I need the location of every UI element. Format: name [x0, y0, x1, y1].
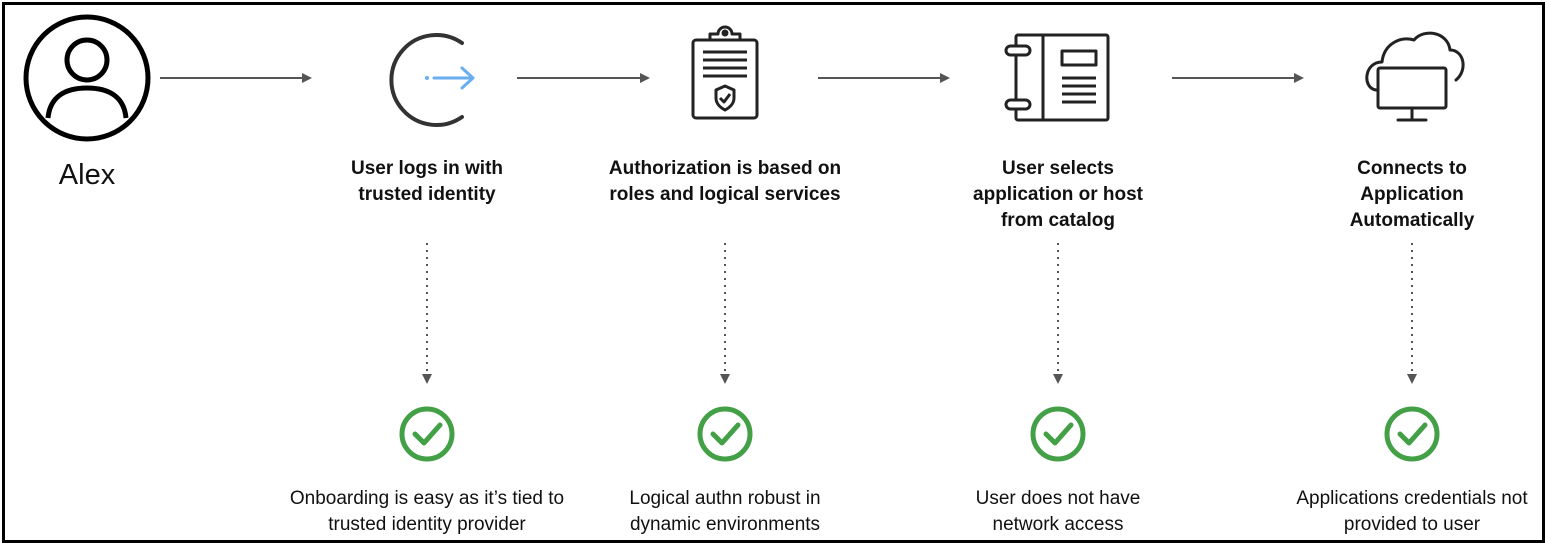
user-name: Alex: [58, 159, 116, 191]
person-icon: [23, 14, 151, 142]
check-icon: [1030, 406, 1086, 462]
step-title-login: User logs in with trusted identity: [350, 158, 504, 205]
cloud-monitor-icon: [1365, 31, 1465, 122]
benefit-login: Onboarding is easy as it’s tied to trust…: [289, 488, 565, 535]
check-icon: [1384, 406, 1440, 462]
check-icon: [399, 406, 455, 462]
login-arrow-icon: [389, 33, 475, 127]
step-title-connect: Connects to Application Automatically: [1349, 158, 1475, 231]
step-title-authorization: Authorization is based on roles and logi…: [608, 158, 842, 205]
catalog-binder-icon: [1004, 33, 1110, 122]
check-icon: [697, 406, 753, 462]
step-title-catalog: User selects application or host from ca…: [973, 158, 1143, 231]
benefit-connect: Applications credentials not provided to…: [1296, 488, 1528, 535]
benefit-authorization: Logical authn robust in dynamic environm…: [629, 488, 821, 535]
clipboard-shield-icon: [691, 25, 759, 120]
benefit-catalog: User does not have network access: [975, 488, 1141, 535]
